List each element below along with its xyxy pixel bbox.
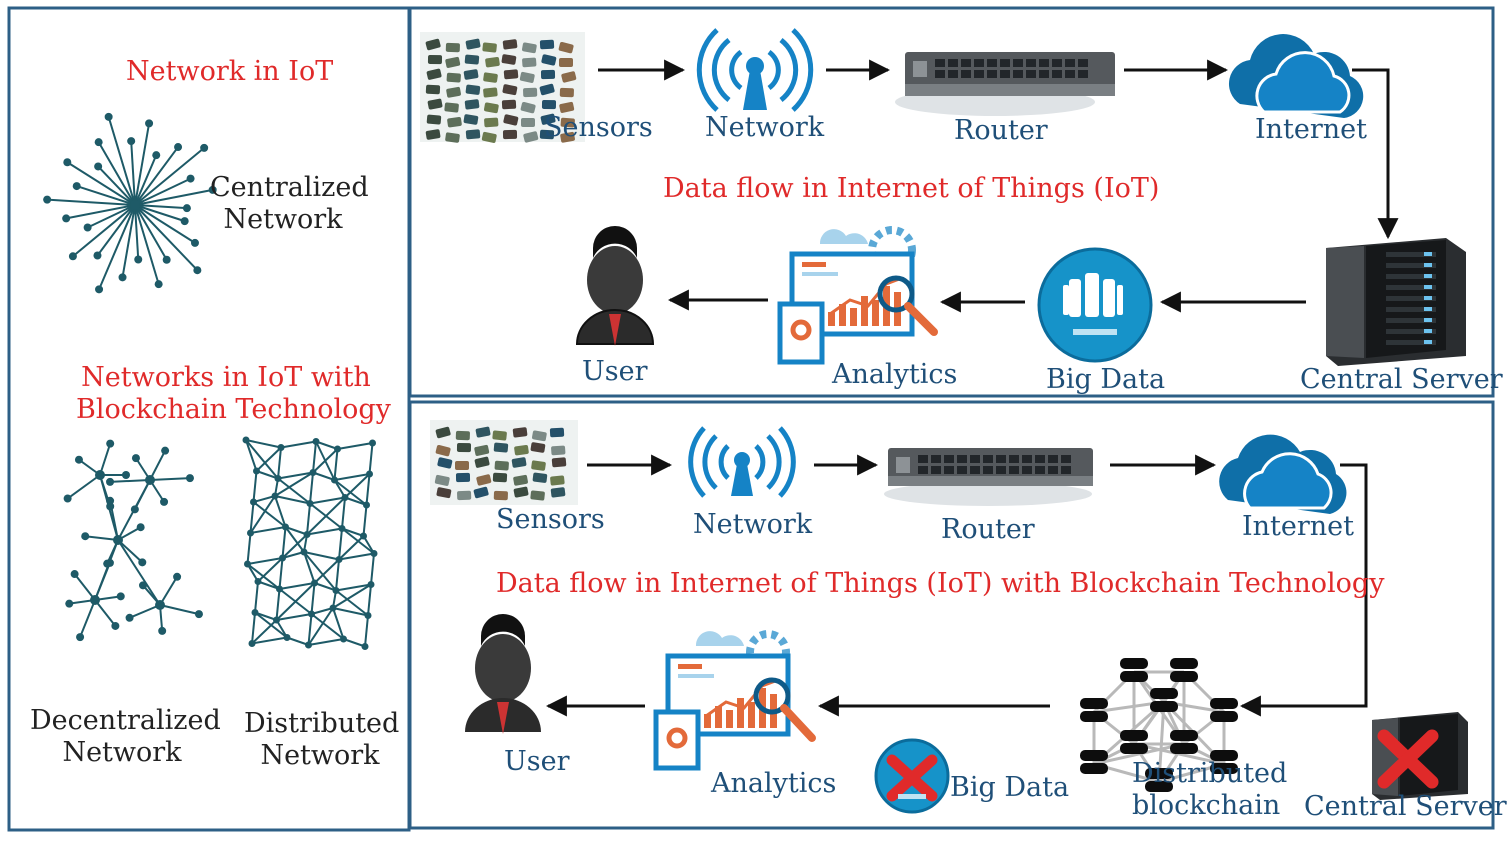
bottom-router-label: Router [941, 514, 1035, 545]
top-analytics-icon [777, 226, 938, 365]
bottom-distributed-blockchain-label: Distributed blockchain [1132, 760, 1287, 819]
distributed-label-line1: Distributed [244, 708, 400, 739]
bottom-central-server-label: Central Server [1304, 791, 1507, 822]
bottom-panel-border [408, 400, 1495, 830]
panel-borders [7, 6, 1495, 832]
distributed-network-label: Distributed Network [244, 708, 400, 771]
top-panel-border [408, 6, 1495, 398]
distributed-blockchain-line2: blockchain [1132, 790, 1281, 821]
bottom-cloud-icon [1219, 434, 1347, 514]
top-central-server-label: Central Server [1300, 364, 1503, 395]
server-cross-mark-icon [1377, 729, 1439, 789]
centralized-network-icon [43, 112, 217, 294]
top-sensors-label: Sensors [544, 112, 653, 143]
bottom-user-label: User [504, 746, 570, 777]
top-cloud-icon [1228, 34, 1364, 118]
network-in-iot-title: Network in IoT [126, 56, 334, 87]
top-internet-label: Internet [1255, 114, 1368, 145]
decentralized-label-line1: Decentralized [30, 705, 221, 736]
bottom-server-rack-icon [1372, 712, 1468, 800]
bottom-analytics-icon [653, 630, 816, 771]
top-flow-title: Data flow in Internet of Things (IoT) [663, 173, 1160, 204]
bottom-wireless-tower-icon [688, 426, 796, 498]
centralized-network-label: Centralized Network [210, 172, 369, 235]
bottom-user-icon [465, 614, 541, 734]
blockchain-title-line2: Blockchain Technology [76, 394, 391, 425]
blockchain-title-line1: Networks in IoT with [81, 362, 371, 393]
distributed-network-icon [242, 436, 378, 650]
top-router-label: Router [954, 115, 1048, 146]
distributed-label-line2: Network [260, 740, 380, 771]
top-network-label: Network [705, 112, 825, 143]
big-data-cross-mark-icon [886, 754, 938, 802]
bottom-big-data-label: Big Data [950, 772, 1070, 803]
centralized-label-line1: Centralized [210, 172, 369, 203]
bottom-big-data-icon [874, 738, 950, 814]
top-user-label: User [582, 356, 648, 387]
top-big-data-label: Big Data [1046, 364, 1166, 395]
bottom-blockchain-icon [1080, 658, 1238, 792]
top-sensors-icon [420, 32, 585, 143]
top-wireless-tower-icon [696, 28, 814, 112]
blockchain-networks-title: Networks in IoT with Blockchain Technolo… [76, 362, 391, 425]
top-big-data-icon [1037, 247, 1153, 363]
top-analytics-label: Analytics [832, 359, 958, 390]
top-flow-arrows [598, 59, 1399, 313]
bottom-internet-label: Internet [1242, 511, 1355, 542]
bottom-network-label: Network [693, 509, 813, 540]
bottom-flow-arrows [545, 454, 1368, 717]
decentralized-network-icon [63, 439, 203, 642]
distributed-blockchain-line1: Distributed [1132, 758, 1288, 789]
centralized-label-line2: Network [223, 204, 343, 235]
top-server-rack-icon [1326, 238, 1466, 366]
top-router-icon [895, 52, 1115, 116]
bottom-flow-title: Data flow in Internet of Things (IoT) wi… [496, 568, 1385, 599]
bottom-sensors-icon [430, 420, 578, 505]
decentralized-label-line2: Network [62, 737, 182, 768]
bottom-router-icon [884, 448, 1093, 506]
decentralized-network-label: Decentralized Network [30, 705, 221, 768]
bottom-sensors-label: Sensors [496, 504, 605, 535]
top-user-icon [575, 226, 655, 346]
bottom-analytics-label: Analytics [711, 768, 837, 799]
